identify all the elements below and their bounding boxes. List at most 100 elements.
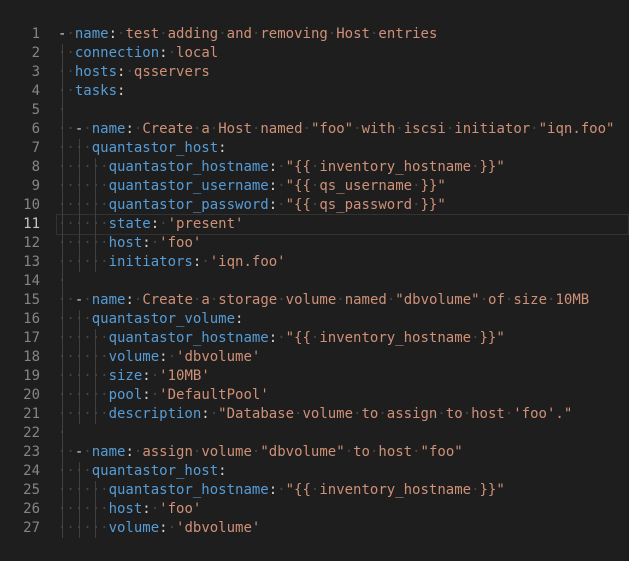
whitespace-dot: · (412, 197, 421, 213)
indent-guide-line (78, 367, 80, 386)
whitespace-dot: · (310, 197, 320, 213)
indent-guide-line (78, 519, 80, 538)
code-line[interactable]: ······state:·'present' (58, 215, 629, 234)
code-line[interactable]: · (58, 272, 629, 291)
indent-guide-line (61, 462, 63, 481)
whitespace-dot: · (209, 292, 219, 308)
indent-guide-line (61, 101, 63, 120)
indent-guide-line (61, 386, 63, 405)
code-line[interactable]: ··connection:·local (58, 44, 629, 63)
whitespace-dot: · (150, 235, 160, 251)
code-token: ·· (58, 83, 75, 99)
whitespace-dot: · (504, 406, 514, 422)
code-line[interactable]: ··-·name:·Create·a·storage·volume·named·… (58, 291, 629, 310)
code-token: ·'foo' (150, 235, 202, 251)
whitespace-dot: ······ (58, 387, 109, 403)
code-line[interactable]: ··-·name:·Create·a·Host·named·"foo"·with… (58, 120, 629, 139)
code-line[interactable]: ······quantastor_username:·"{{·qs_userna… (58, 177, 629, 196)
indent-guide-line (78, 348, 80, 367)
code-line[interactable]: ······volume:·'dbvolume' (58, 519, 629, 538)
whitespace-dot: ···· (58, 311, 92, 327)
code-token: pool (108, 387, 143, 403)
code-token: : (268, 197, 278, 213)
code-line[interactable]: ······description:·"Database·volume·to·a… (58, 405, 629, 424)
indent-guide-line (61, 120, 63, 139)
whitespace-dot: · (251, 444, 261, 460)
code-line[interactable]: -·name:·test·adding·and·removing·Host·en… (58, 25, 629, 44)
line-number: 22 (23, 425, 40, 441)
whitespace-dot: ·· (58, 292, 75, 308)
code-token: ···· (58, 140, 92, 156)
code-content[interactable]: -·name:·test·adding·and·removing·Host·en… (58, 25, 629, 538)
whitespace-dot: ···· (58, 140, 92, 156)
indent-guide-line (95, 519, 97, 538)
line-number: 24 (23, 463, 40, 479)
line-number: 10 (23, 197, 40, 213)
line-number: 11 (23, 216, 40, 232)
code-line[interactable]: ······quantastor_hostname:·"{{·inventory… (58, 329, 629, 348)
line-number: 17 (23, 330, 40, 346)
code-line[interactable]: ······size:·'10MB' (58, 367, 629, 386)
whitespace-dot: · (159, 216, 168, 232)
code-token: ·"{{·qs_username·}}" (277, 178, 446, 194)
whitespace-dot: · (386, 292, 396, 308)
whitespace-dot: · (462, 406, 472, 422)
indent-guide-line (95, 367, 97, 386)
line-number: 25 (23, 482, 40, 498)
code-token: ······ (58, 197, 109, 213)
code-line[interactable]: ······host:·'foo' (58, 500, 629, 519)
indent-guide-line (95, 158, 97, 177)
code-token: ······ (58, 159, 109, 175)
whitespace-dot: · (133, 121, 143, 137)
code-token: ·Create·a·storage·volume·named·"dbvolume… (133, 292, 590, 308)
code-token: name (91, 121, 126, 137)
code-token: : (268, 159, 278, 175)
indent-guide-line (61, 519, 63, 538)
whitespace-dot: · (251, 26, 261, 42)
indent-guide-line (61, 82, 63, 101)
indent-guide-line (78, 215, 80, 234)
code-token: ·"{{·inventory_hostname·}}" (277, 482, 505, 498)
whitespace-dot: ·· (58, 64, 75, 80)
code-token: : (142, 235, 151, 251)
code-token: : (142, 501, 151, 517)
whitespace-dot: · (159, 26, 168, 42)
code-token: ······ (58, 482, 109, 498)
code-line[interactable]: ······quantastor_hostname:·"{{·inventory… (58, 158, 629, 177)
indent-guide-line (78, 253, 80, 272)
code-line[interactable]: · (58, 424, 629, 443)
whitespace-dot: · (66, 26, 75, 42)
line-number: 7 (31, 140, 40, 156)
code-line[interactable]: ······initiators:·'iqn.foo' (58, 253, 629, 272)
code-token: quantastor_host (91, 463, 219, 479)
code-line[interactable]: ····quantastor_host: (58, 139, 629, 158)
indent-guide-line (61, 177, 63, 196)
code-token: host (108, 501, 143, 517)
indent-guide-line (78, 481, 80, 500)
code-line[interactable]: ··hosts:·qsservers (58, 63, 629, 82)
code-token: -· (58, 26, 75, 42)
indent-guide-line (61, 215, 63, 234)
whitespace-dot: · (277, 197, 286, 213)
line-number: 6 (31, 121, 40, 137)
whitespace-dot: · (471, 482, 480, 498)
code-line[interactable]: · (58, 101, 629, 120)
code-line[interactable]: ······host:·'foo' (58, 234, 629, 253)
code-line[interactable]: ··tasks: (58, 82, 629, 101)
code-line[interactable]: ··-·name:·assign·volume·"dbvolume"·to·ho… (58, 443, 629, 462)
code-line[interactable]: ······quantastor_hostname:·"{{·inventory… (58, 481, 629, 500)
code-token: · (58, 273, 66, 289)
code-token: : (150, 216, 160, 232)
whitespace-dot: · (277, 159, 286, 175)
code-line[interactable]: ······quantastor_password:·"{{·qs_passwo… (58, 196, 629, 215)
code-token: ··-· (58, 292, 92, 308)
code-line[interactable]: ······volume:·'dbvolume' (58, 348, 629, 367)
code-token: : (159, 520, 168, 536)
line-number: 23 (23, 444, 40, 460)
whitespace-dot: · (150, 368, 160, 384)
code-line[interactable]: ····quantastor_volume: (58, 310, 629, 329)
code-line[interactable]: ······pool:·'DefaultPool' (58, 386, 629, 405)
code-token: ·"Database·volume·to·assign·to·host·'foo… (209, 406, 573, 422)
code-line[interactable]: ····quantastor_host: (58, 462, 629, 481)
whitespace-dot: · (150, 501, 160, 517)
